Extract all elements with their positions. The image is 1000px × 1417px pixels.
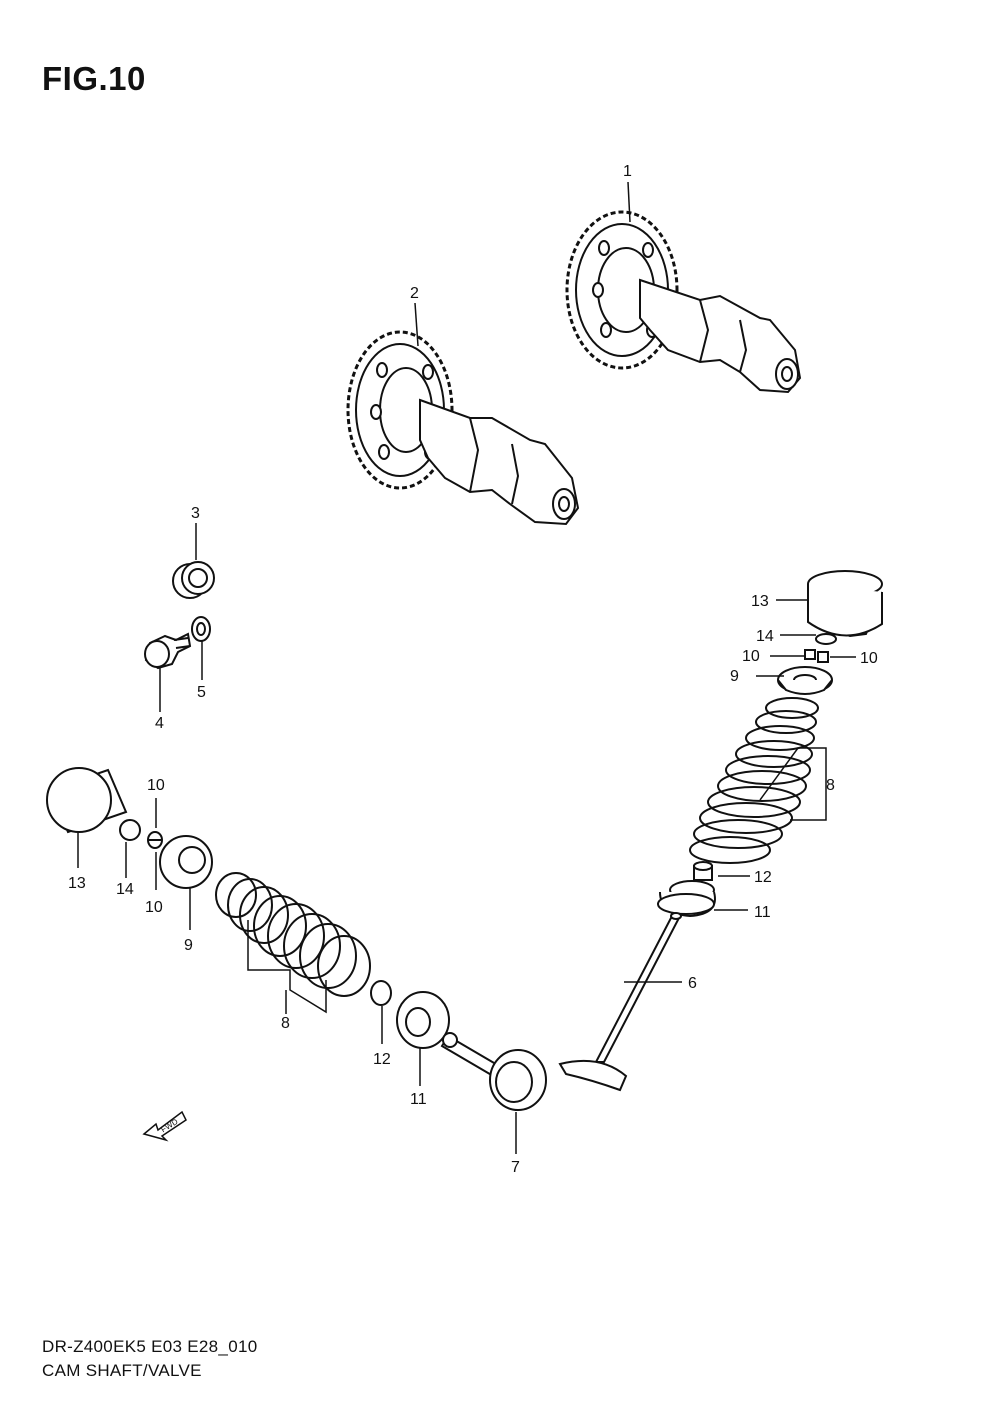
callout-14-right: 14 [756, 628, 774, 645]
callout-12-right: 12 [754, 869, 772, 886]
leader-lines [77, 181, 856, 1154]
callout-13-right: 13 [751, 593, 769, 610]
fwd-arrow-icon: FWD [142, 1110, 187, 1142]
washer [191, 616, 211, 642]
callout-13-left: 13 [68, 875, 86, 892]
callout-11-left: 11 [410, 1091, 427, 1108]
tappet-right [807, 570, 883, 638]
camshaft-intake [346, 330, 580, 526]
callout-11-right: 11 [754, 904, 771, 921]
callout-9-left: 9 [184, 937, 193, 954]
callout-10-left-b: 10 [145, 899, 163, 916]
callout-14-left: 14 [116, 881, 134, 898]
callout-3: 3 [191, 505, 200, 522]
model-code: DR-Z400EK5 E03 E28_010 [42, 1337, 258, 1356]
tappet-left [46, 767, 128, 834]
camshaft-exhaust [565, 210, 802, 394]
retainer-left [159, 835, 213, 889]
spring-left [215, 872, 371, 997]
spring-seat-left [396, 991, 450, 1049]
callout-7: 7 [511, 1159, 520, 1176]
cam-bearing [172, 561, 215, 599]
callout-12-left: 12 [373, 1051, 391, 1068]
exhaust-valve [558, 912, 682, 1092]
shim-right [815, 633, 837, 645]
figure-title: FIG.10 [42, 60, 146, 97]
callout-numbers: 1 2 3 4 5 6 7 8 8 9 9 10 10 10 10 11 11 … [68, 163, 878, 1176]
cam-bolt [144, 632, 192, 670]
spring-right [689, 697, 819, 864]
cotter-left [147, 831, 163, 849]
callout-8-left: 8 [281, 1015, 290, 1032]
spring-seat-right [657, 880, 716, 918]
cotter-right [804, 649, 829, 663]
section-title: CAM SHAFT/VALVE [42, 1361, 202, 1380]
shim-left [119, 819, 141, 841]
callout-1: 1 [623, 163, 632, 180]
callout-8-right: 8 [826, 777, 835, 794]
callout-2: 2 [410, 285, 419, 302]
stem-seal-left [370, 980, 392, 1006]
callout-4: 4 [155, 715, 164, 732]
retainer-right [777, 666, 833, 695]
callout-10-right-a: 10 [742, 648, 760, 665]
callout-9-right: 9 [730, 668, 739, 685]
stem-seal-right [693, 861, 713, 881]
callout-6: 6 [688, 975, 697, 992]
callout-10-right-b: 10 [860, 650, 878, 667]
callout-5: 5 [197, 684, 206, 701]
callout-10-left-a: 10 [147, 777, 165, 794]
intake-valve [440, 1032, 547, 1111]
